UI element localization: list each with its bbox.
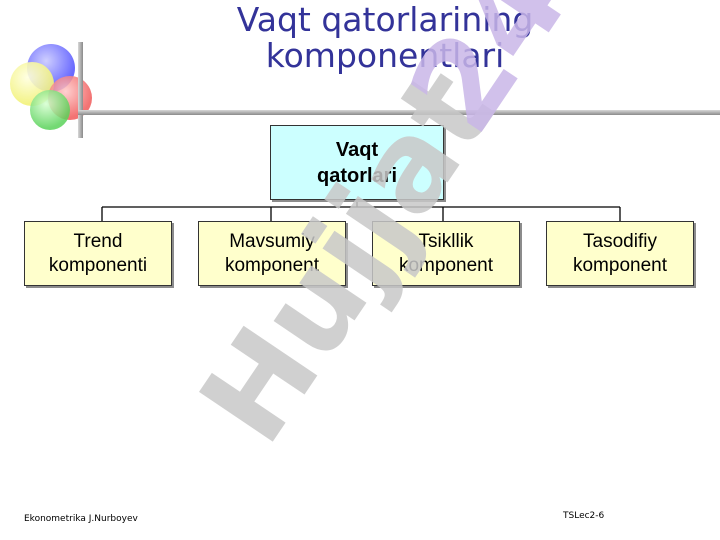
root-node-label: Vaqt qatorlari — [316, 138, 398, 187]
decorative-horizontal-rule — [78, 110, 720, 115]
footer-slide-number: TSLec2-6 — [563, 511, 605, 521]
child-node-label: Mavsumiy komponent — [224, 230, 319, 276]
decorative-vertical-rule — [78, 42, 83, 138]
child-node-label: Trend komponenti — [48, 230, 148, 276]
child-node-tsikllik: Tsikllik komponent — [372, 221, 520, 286]
child-node-label: Tsikllik komponent — [398, 230, 493, 276]
slide-title: Vaqt qatorlarining komponentlari — [200, 2, 570, 74]
child-node-label: Tasodifiy komponent — [572, 230, 667, 276]
child-node-mavsumiy: Mavsumiy komponent — [198, 221, 346, 286]
root-node-vaqt-qatorlari: Vaqt qatorlari — [270, 125, 444, 200]
title-line-2: komponentlari — [265, 36, 505, 75]
child-node-tasodifiy: Tasodifiy komponent — [546, 221, 694, 286]
title-line-1: Vaqt qatorlarining — [236, 0, 534, 39]
child-node-trend: Trend komponenti — [24, 221, 172, 286]
footer-author: Ekonometrika J.Nurboyev — [24, 514, 138, 524]
